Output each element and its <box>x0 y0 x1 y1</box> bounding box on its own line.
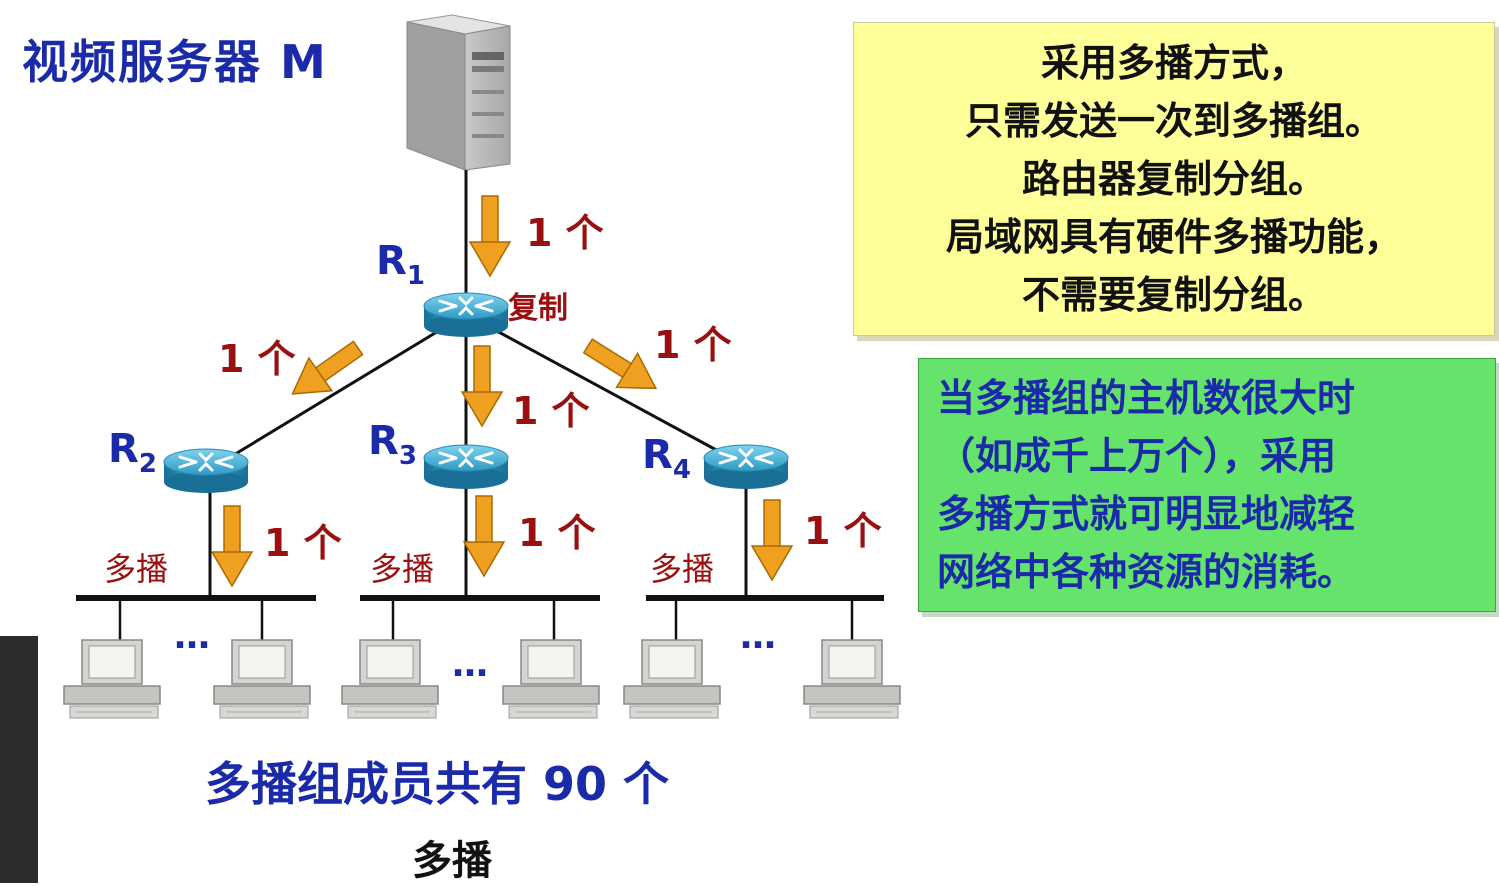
figure-caption: 多播 <box>412 838 492 884</box>
note-line: 只需发送一次到多播组。 <box>964 99 1383 143</box>
note-line: 不需要复制分组。 <box>1021 273 1326 317</box>
link-r1-r4 <box>494 328 721 454</box>
router-label-r3: R3 <box>368 418 417 471</box>
group-member-count-title: 多播组成员共有 90 个 <box>205 757 670 811</box>
multicast-method-note: 采用多播方式， 只需发送一次到多播组。 路由器复制分组。 局域网具有硬件多播功能… <box>853 22 1495 336</box>
count-label: 1 个 <box>804 509 882 553</box>
router-r1-icon <box>422 291 510 339</box>
note-line: （如成千上万个），采用 <box>937 434 1337 478</box>
hosts-ellipsis: … <box>174 616 210 657</box>
host-computer-icon <box>63 639 161 719</box>
router-r4-icon <box>702 443 790 491</box>
note-line: 当多播组的主机数很大时 <box>937 376 1356 420</box>
count-label: 1 个 <box>518 511 596 555</box>
router-label-r1: R1 <box>376 238 425 291</box>
host-computer-icon <box>803 639 901 719</box>
count-label: 1 个 <box>526 211 604 255</box>
server-title: 视频服务器 M <box>22 35 328 89</box>
network-links <box>208 170 748 598</box>
count-label: 1 个 <box>218 337 296 381</box>
lan-multicast-label: 多播 <box>650 550 714 588</box>
host-computer-icon <box>213 639 311 719</box>
count-label: 1 个 <box>654 323 732 367</box>
lan-multicast-label: 多播 <box>104 550 168 588</box>
hosts-ellipsis: … <box>740 616 776 657</box>
router-r3-icon <box>422 443 510 491</box>
host-computer-icon <box>341 639 439 719</box>
note-line: 局域网具有硬件多播功能， <box>945 215 1402 259</box>
router-label-r2: R2 <box>108 426 157 479</box>
note-line: 路由器复制分组。 <box>1021 157 1326 201</box>
copy-label: 复制 <box>508 291 568 326</box>
down-arrow-icon <box>751 499 793 581</box>
down-arrow-icon <box>211 505 253 587</box>
link-r1-r2 <box>231 328 441 458</box>
host-computer-icon <box>623 639 721 719</box>
down-arrow-icon <box>463 495 505 577</box>
note-line: 多播方式就可明显地减轻 <box>937 492 1356 536</box>
webcam-overlay <box>0 636 38 883</box>
lan-drops <box>118 598 854 640</box>
count-label: 1 个 <box>264 521 342 565</box>
hosts-ellipsis: … <box>452 644 488 685</box>
count-label: 1 个 <box>512 389 590 433</box>
down-arrow-icon <box>469 195 511 277</box>
host-computer-icon <box>502 639 600 719</box>
router-label-r4: R4 <box>642 432 691 485</box>
note-line: 网络中各种资源的消耗。 <box>937 550 1356 594</box>
note-line: 采用多播方式， <box>1040 41 1307 85</box>
lan-multicast-label: 多播 <box>370 550 434 588</box>
multicast-benefit-note: 当多播组的主机数很大时 （如成千上万个），采用 多播方式就可明显地减轻 网络中各… <box>918 358 1496 612</box>
router-r2-icon <box>162 447 250 495</box>
down-arrow-icon <box>461 345 503 427</box>
video-server-icon <box>406 14 511 171</box>
